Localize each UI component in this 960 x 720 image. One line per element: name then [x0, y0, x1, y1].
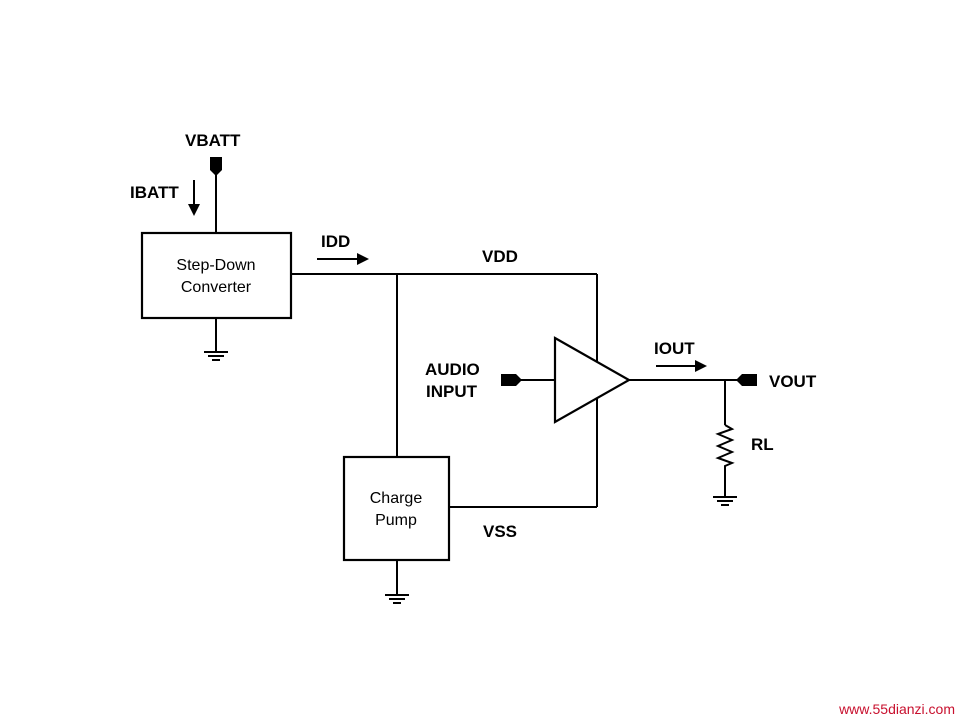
current-arrow-icon [656, 360, 707, 372]
watermark: www.55dianzi.com [838, 701, 955, 717]
terminal-icon [736, 374, 757, 386]
charge-pump-block [342, 455, 451, 562]
ground-icon [385, 594, 409, 604]
audio-input-label-line2: INPUT [426, 382, 478, 401]
op-amp-icon [553, 336, 632, 424]
step-down-converter-block [140, 231, 293, 320]
step-down-label-line2: Converter [181, 279, 252, 296]
ibatt-label: IBATT [130, 183, 179, 202]
vbatt-label: VBATT [185, 131, 241, 150]
current-arrow-icon [317, 253, 369, 265]
charge-pump-label-line1: Charge [370, 490, 423, 507]
current-arrow-icon [188, 180, 200, 216]
charge-pump-label-line2: Pump [375, 512, 417, 529]
vout-label: VOUT [769, 372, 817, 391]
ground-icon [713, 496, 737, 506]
terminal-icon [210, 157, 222, 176]
resistor-icon [715, 424, 735, 470]
step-down-label-line1: Step-Down [176, 257, 255, 274]
rl-label: RL [751, 435, 774, 454]
idd-label: IDD [321, 232, 350, 251]
vss-label: VSS [483, 522, 517, 541]
ground-icon [204, 351, 228, 361]
vdd-label: VDD [482, 247, 518, 266]
terminal-icon [501, 374, 522, 386]
audio-input-label-line1: AUDIO [425, 360, 480, 379]
iout-label: IOUT [654, 339, 695, 358]
